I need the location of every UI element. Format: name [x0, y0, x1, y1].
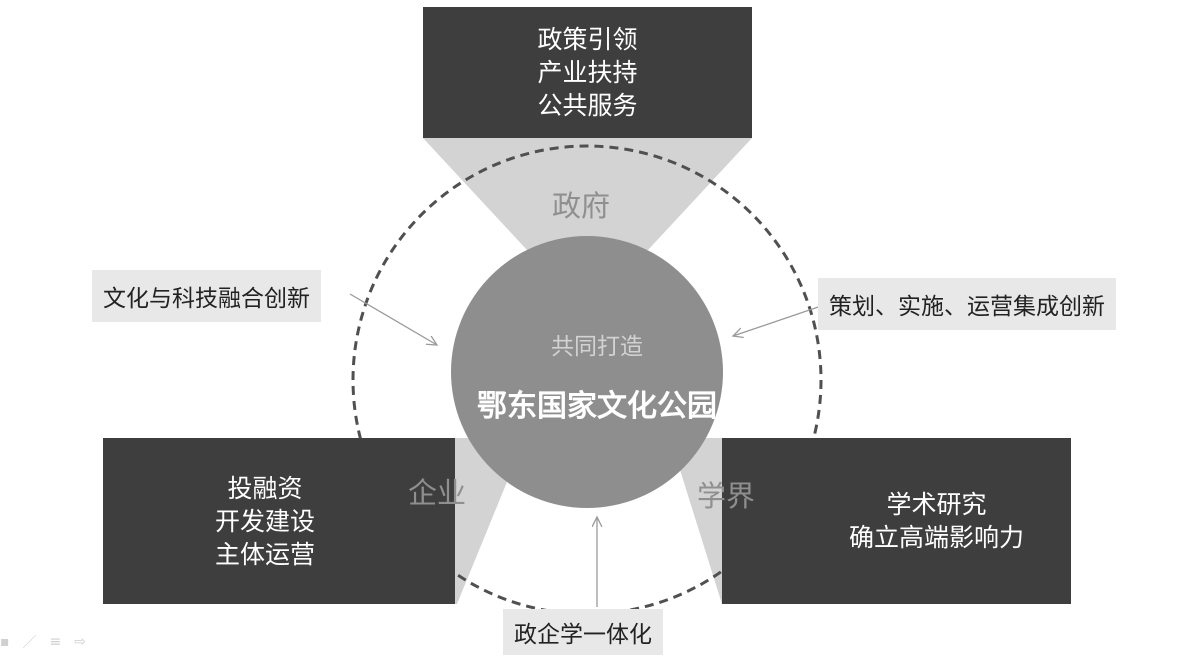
- enterprise-role-line: 主体运营: [214, 539, 315, 569]
- callout-planning: 策划、实施、运营集成创新: [818, 278, 1116, 330]
- funnel-government: [423, 138, 752, 250]
- government-role-line: 政策引领: [537, 25, 638, 54]
- enterprise-role-line: 投融资: [227, 473, 303, 503]
- enterprise-label: 企业: [408, 476, 467, 510]
- government-role-line: 产业扶持: [537, 58, 638, 87]
- center-title-wrap: 鄂东国家文化公园: [0, 381, 1194, 425]
- arrow-planning: [733, 302, 831, 336]
- center-circle: [451, 236, 723, 508]
- center-title: 鄂东国家文化公园: [477, 389, 717, 424]
- government-role-line: 公共服务: [537, 91, 638, 120]
- enterprise-role-line: 开发建设: [214, 506, 315, 536]
- academia-role-line: 学术研究: [886, 490, 987, 519]
- callout-culture-tech: 文化与科技融合创新: [92, 270, 321, 322]
- center-subtitle: 共同打造: [551, 334, 643, 360]
- arrow-culture-tech: [349, 293, 437, 345]
- enterprise-role-box: 投融资 开发建设 主体运营: [103, 438, 455, 604]
- callout-integration: 政企学一体化: [503, 609, 663, 655]
- academia-role-line: 确立高端影响力: [848, 523, 1024, 552]
- arrow-right-icon[interactable]: ⇨: [74, 634, 86, 650]
- slideshow-toolbar: ▪ ／ ≡ ⇨: [0, 632, 86, 652]
- academia-role-box: 学术研究 确立高端影响力: [722, 438, 1071, 604]
- government-label: 政府: [552, 189, 611, 223]
- slide-icon[interactable]: ▪: [0, 634, 10, 650]
- government-role-box: 政策引领 产业扶持 公共服务: [423, 7, 752, 138]
- academia-label: 学界: [697, 479, 756, 513]
- pen-icon[interactable]: ／: [22, 635, 37, 651]
- menu-icon[interactable]: ≡: [49, 634, 62, 650]
- center-subtitle-wrap: 共同打造: [0, 327, 1194, 361]
